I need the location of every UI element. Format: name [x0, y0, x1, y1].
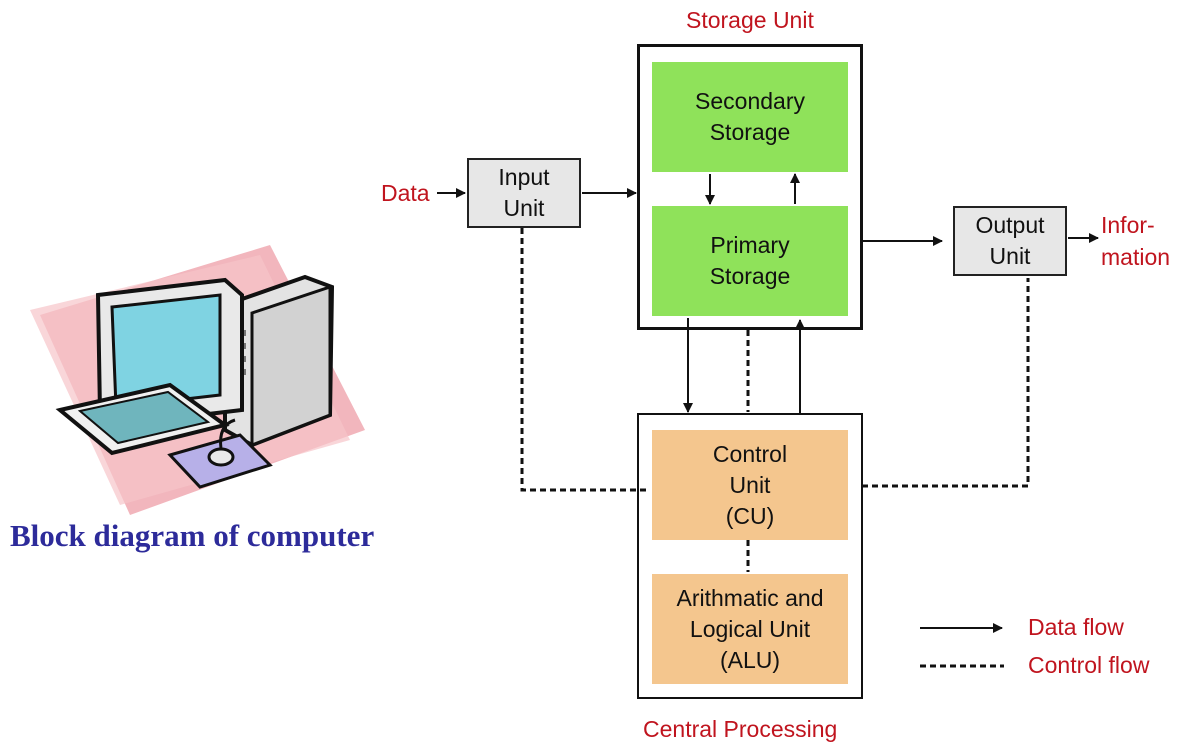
diagram-title: Block diagram of computer	[10, 518, 375, 553]
data-label: Data	[381, 180, 430, 206]
storage-unit-label: Storage Unit	[686, 7, 814, 33]
legend-control-flow-label: Control flow	[1028, 652, 1150, 678]
legend-data-flow-label: Data flow	[1028, 614, 1124, 640]
input-unit-box: Input Unit	[467, 158, 581, 228]
output-control-flow	[862, 278, 1030, 488]
storage-unit-frame	[637, 44, 863, 330]
computer-illustration	[30, 245, 365, 515]
output-unit-box: Output Unit	[953, 206, 1067, 276]
information-label: Infor- mation	[1101, 212, 1171, 270]
monitor-screen	[110, 293, 222, 409]
alu-box: Arithmatic and Logical Unit (ALU)	[652, 574, 848, 684]
cpu-label: Central Processing	[643, 716, 838, 742]
control-unit-box: Control Unit (CU)	[652, 430, 848, 540]
primary-storage-box: Primary Storage	[652, 206, 848, 316]
secondary-storage-box: Secondary Storage	[652, 62, 848, 172]
input-control-flow	[520, 228, 650, 492]
cpu-frame	[637, 413, 863, 699]
